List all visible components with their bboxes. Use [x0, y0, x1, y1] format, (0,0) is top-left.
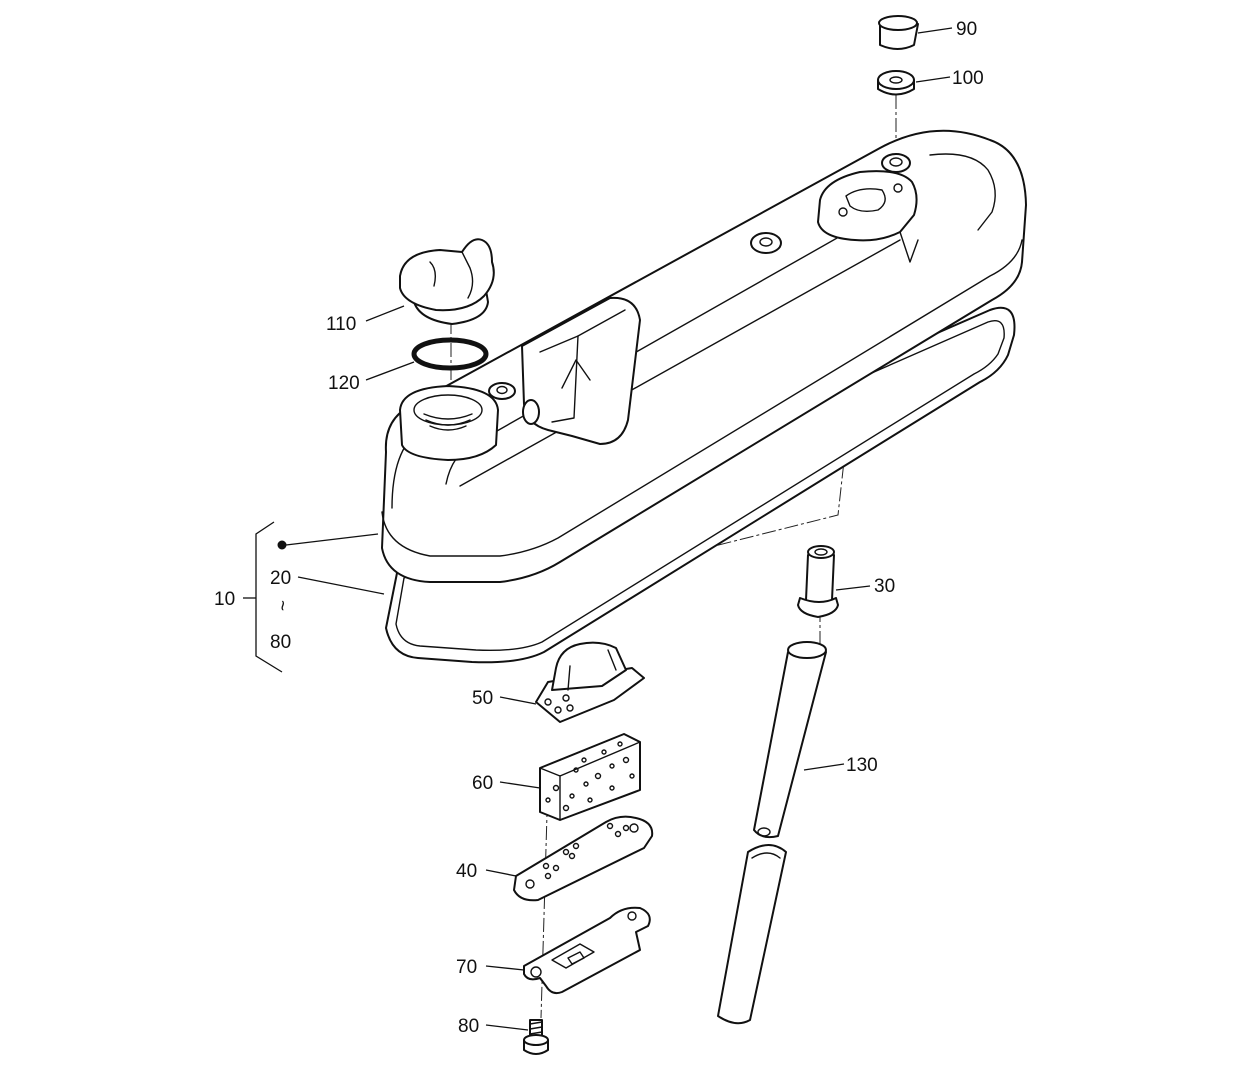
callout-110: 110	[326, 314, 356, 335]
gasket-part	[385, 306, 1016, 664]
filler-cap-part	[399, 238, 495, 325]
callout-30: 30	[874, 576, 895, 597]
assembly-bracket	[243, 521, 287, 673]
hose-part	[717, 641, 827, 1025]
callout-20: 20	[270, 568, 291, 589]
bullet-marker	[277, 540, 287, 550]
bracket-part	[535, 641, 645, 723]
callout-80-range: 80	[270, 632, 291, 653]
perforated-plate-part	[513, 815, 654, 902]
callout-80: 80	[458, 1016, 479, 1037]
pipe-fitting-part	[797, 545, 839, 618]
callout-50: 50	[472, 688, 493, 709]
callout-90: 90	[956, 19, 977, 40]
cover-plate-part	[523, 906, 651, 995]
filter-element-part	[539, 733, 641, 821]
callout-40: 40	[456, 861, 477, 882]
callout-130: 130	[846, 755, 878, 776]
callout-60: 60	[472, 773, 493, 794]
valve-cover-part	[381, 129, 1027, 583]
cap-part	[878, 15, 919, 50]
range-symbol: ~	[271, 600, 292, 611]
callout-10: 10	[214, 589, 235, 610]
leader-lines	[285, 27, 953, 1031]
screw-part	[523, 1019, 549, 1055]
callout-100: 100	[952, 68, 984, 89]
callout-70: 70	[456, 957, 477, 978]
callout-labels: 90 100 110 120 10 20 ~ 80 30 50 60 130 4…	[214, 19, 984, 1037]
callout-120: 120	[328, 373, 360, 394]
o-ring-part	[411, 337, 489, 371]
washer-part	[877, 70, 915, 96]
